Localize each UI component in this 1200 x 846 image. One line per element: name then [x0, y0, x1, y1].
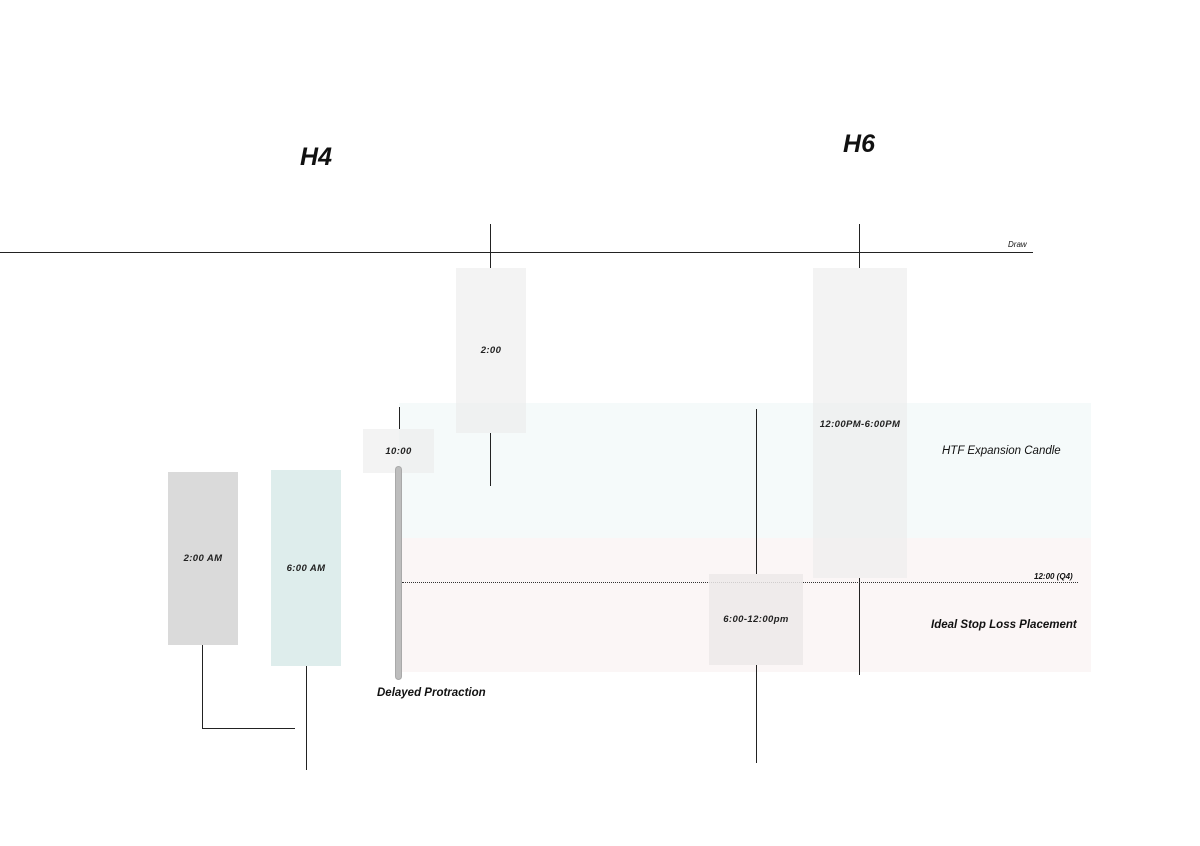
candle-6to12-label: 6:00-12:00pm	[723, 614, 789, 625]
wick-6to12-top	[756, 409, 757, 574]
ideal-stop-label: Ideal Stop Loss Placement	[931, 619, 1077, 631]
draw-label: Draw	[1008, 240, 1027, 249]
htf-expansion-label: HTF Expansion Candle	[942, 445, 1061, 457]
candle-2am-body: 2:00 AM	[168, 472, 238, 645]
candle-12to6-label: 12:00PM-6:00PM	[819, 419, 901, 430]
wick-12to6-bottom	[859, 578, 860, 675]
wick-12to6-top	[859, 224, 860, 268]
delayed-protraction-label: Delayed Protraction	[377, 687, 486, 699]
h6-title: H6	[843, 130, 875, 158]
candle-10-label: 10:00	[385, 445, 412, 457]
wick-6am-bottom	[306, 666, 307, 770]
candle-6to12-body: 6:00-12:00pm	[709, 574, 803, 665]
candle-2am-label: 2:00 AM	[183, 553, 223, 564]
draw-line	[0, 252, 1033, 253]
delayed-protraction-bar	[395, 466, 402, 680]
candle-2-body: 2:00	[456, 268, 526, 433]
candle-10-body: 10:00	[363, 429, 434, 473]
h4-title: H4	[300, 143, 332, 171]
wick-2am-bottom	[202, 645, 203, 729]
candle-12to6-body: 12:00PM-6:00PM	[813, 268, 907, 578]
candle-6am-label: 6:00 AM	[286, 562, 326, 574]
candle-2-label: 2:00	[480, 345, 502, 356]
wick-6to12-bottom	[756, 665, 757, 763]
midnight-q4-label: 12:00 (Q4)	[1034, 572, 1073, 581]
wick-10-top	[399, 407, 400, 429]
candle-6am-body: 6:00 AM	[271, 470, 341, 666]
connector-2am-6am	[202, 728, 295, 729]
wick-2-top	[490, 224, 491, 268]
wick-2-bottom	[490, 433, 491, 486]
